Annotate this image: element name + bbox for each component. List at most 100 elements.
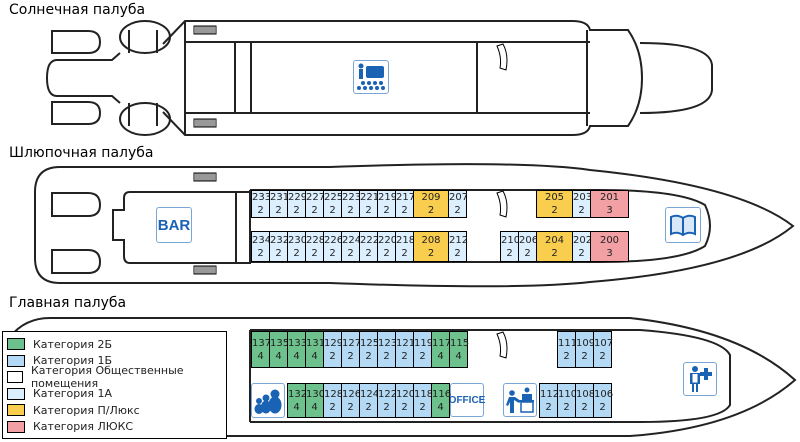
legend-label: Категория ЛЮКС [33, 420, 134, 433]
cabin-beds: 2 [563, 401, 570, 413]
cabin-beds: 2 [365, 205, 372, 216]
cabin-beds: 2 [401, 401, 408, 413]
cabin-number: 109 [576, 337, 596, 349]
cabin-beds: 2 [293, 205, 300, 216]
cabin-number: 118 [414, 388, 434, 400]
cabin-number: 228 [306, 234, 326, 246]
cabin-number: 123 [378, 337, 398, 349]
legend-swatch [7, 387, 25, 400]
cabin-number: 201 [599, 192, 620, 203]
cabin-number: 226 [324, 234, 344, 246]
office-icon[interactable]: OFFICE [449, 383, 485, 417]
cabin-beds: 2 [563, 350, 570, 362]
reception-icon[interactable] [503, 383, 537, 417]
cabin-beds: 2 [578, 247, 585, 259]
bar-label: BAR [157, 216, 191, 234]
legend-label: Категория Общественные помещения [30, 364, 184, 390]
cabin-beds: 2 [347, 350, 354, 362]
medical-icon[interactable] [683, 362, 717, 396]
cabin-beds: 2 [401, 350, 408, 362]
library-icon[interactable] [665, 207, 701, 243]
cabin-number: 210 [501, 234, 521, 246]
cabin-beds: 4 [437, 401, 444, 413]
cabin-beds: 2 [329, 350, 336, 362]
cabin-number: 202 [573, 234, 593, 246]
cabin-beds: 4 [311, 350, 318, 362]
cabin-beds: 2 [551, 205, 558, 216]
cabin-beds: 4 [293, 401, 300, 413]
cabin-number: 117 [432, 337, 452, 349]
legend-swatch [7, 338, 25, 350]
children-room-icon[interactable] [251, 383, 285, 418]
cabin-number: 220 [378, 234, 398, 246]
vent-grilles [193, 25, 217, 275]
cabin-beds: 4 [275, 350, 282, 362]
legend-item: Категория 2Б [7, 336, 112, 352]
conference-hall-icon[interactable] [353, 60, 389, 94]
cabin-number: 116 [432, 388, 452, 400]
bar-icon[interactable]: BAR [156, 207, 192, 243]
cabin-beds: 2 [293, 247, 300, 259]
cabin-number: 135 [270, 337, 290, 349]
cabin-beds: 2 [506, 247, 513, 259]
